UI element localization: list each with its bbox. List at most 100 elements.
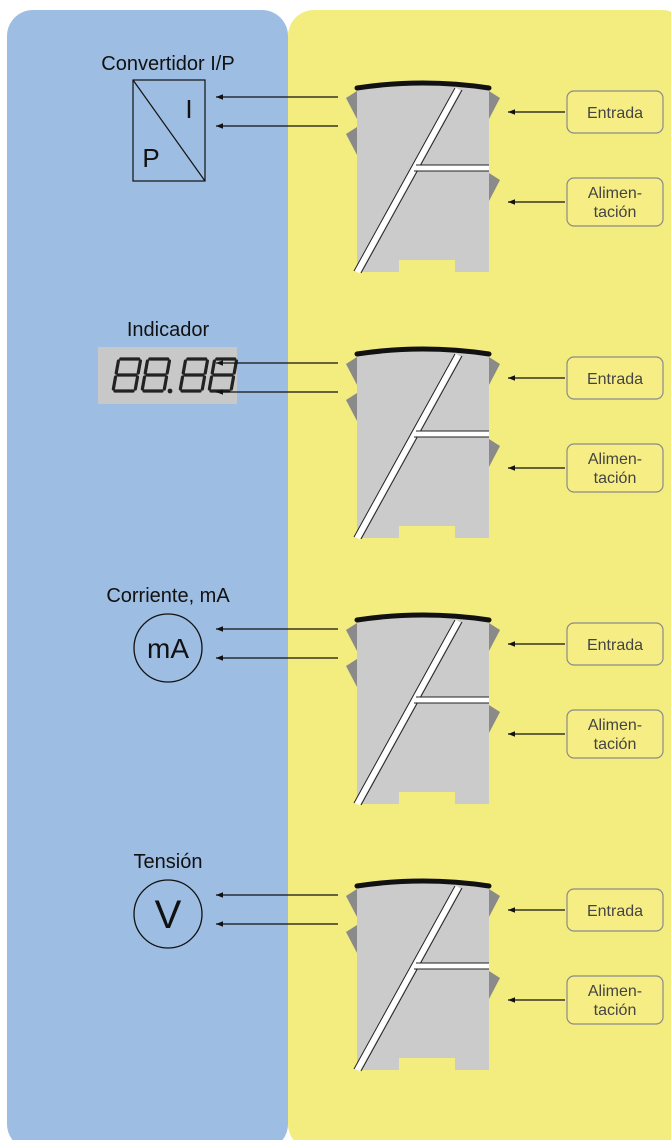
input-label-box: Entrada <box>566 888 664 932</box>
display-segment <box>111 375 118 391</box>
module-tab-right <box>489 357 500 385</box>
display-segment <box>203 359 209 375</box>
device-label: Convertidor I/P <box>101 53 234 75</box>
module-body <box>357 881 489 1070</box>
display-segment <box>207 375 214 391</box>
supply-label-line: Alimen- <box>588 983 642 1000</box>
display-segment <box>162 375 169 391</box>
input-label: Entrada <box>587 637 643 654</box>
display-segment <box>229 375 236 391</box>
voltmeter-symbol: V <box>133 879 203 949</box>
module-tab-left <box>346 623 357 651</box>
module-diagonal-edge <box>360 355 463 540</box>
supply-box-frame <box>566 177 664 227</box>
ip-converter-box <box>132 79 206 182</box>
input-label-box: Entrada <box>566 356 664 400</box>
device-label: Corriente, mA <box>106 585 230 607</box>
display-segment <box>178 375 185 391</box>
isolator-module <box>346 878 500 1072</box>
input-label-box: Entrada <box>566 622 664 666</box>
module-tab-right <box>489 91 500 119</box>
meter-symbol: mA <box>147 633 189 664</box>
display-segment <box>136 359 142 375</box>
module-diagonal <box>354 885 461 1072</box>
module-tab-left <box>346 889 357 917</box>
module-tab-left <box>346 91 357 119</box>
supply-label-box: Alimen-tación <box>566 975 664 1025</box>
module-top-edge <box>354 346 492 357</box>
input-label: Entrada <box>587 105 643 122</box>
input-box-frame <box>566 888 664 932</box>
supply-box-frame <box>566 443 664 493</box>
module-tab-left <box>346 925 357 953</box>
module-diagonal-edge <box>360 887 463 1072</box>
module-tab-right <box>489 971 500 999</box>
ammeter-symbol: mA <box>133 613 203 683</box>
device-label: Indicador <box>127 319 210 341</box>
ip-symbol-bottom: P <box>142 143 159 173</box>
input-box-frame <box>566 90 664 134</box>
module-diagonal <box>354 619 461 806</box>
supply-box-frame <box>566 975 664 1025</box>
display-segment <box>143 359 149 375</box>
module-tab-left <box>346 659 357 687</box>
display-segment <box>165 359 171 375</box>
module-body <box>357 615 489 804</box>
module-tab-right <box>489 623 500 651</box>
isolator-module <box>346 80 500 274</box>
input-label: Entrada <box>587 371 643 388</box>
display-segment <box>114 359 121 375</box>
module-body <box>357 349 489 538</box>
supply-label-line: tación <box>594 204 637 221</box>
supply-label-box: Alimen-tación <box>566 177 664 227</box>
supply-label-line: Alimen- <box>588 717 642 734</box>
module-diagonal-edge <box>353 885 456 1070</box>
modules-panel <box>288 10 671 1140</box>
module-tab-left <box>346 357 357 385</box>
digital-display-symbol: 88.88 <box>98 347 238 404</box>
module-diagonal <box>354 87 461 274</box>
module-tab-left <box>346 127 357 155</box>
display-segment <box>200 375 207 391</box>
module-diagonal-edge <box>353 353 456 538</box>
input-box-frame <box>566 622 664 666</box>
supply-label-line: tación <box>594 470 637 487</box>
module-tab-left <box>346 393 357 421</box>
devices-panel <box>7 10 288 1140</box>
diagram-rows: Convertidor I/PIPEntradaAlimen-taciónInd… <box>98 53 664 1072</box>
ip-symbol-top: I <box>185 94 192 124</box>
supply-label-line: Alimen- <box>588 185 642 202</box>
supply-label-box: Alimen-tación <box>566 443 664 493</box>
module-top-edge <box>354 612 492 623</box>
meter-circle <box>133 613 203 683</box>
ip-converter-symbol: IP <box>132 79 206 182</box>
meter-circle <box>133 879 203 949</box>
module-top-edge <box>354 80 492 91</box>
display-segment <box>210 359 216 375</box>
isolator-module <box>346 612 500 806</box>
device-label: Tensión <box>134 851 203 873</box>
input-box-frame <box>566 356 664 400</box>
module-body <box>357 83 489 272</box>
module-tab-right <box>489 439 500 467</box>
display-segment <box>140 375 147 391</box>
input-label: Entrada <box>587 903 643 920</box>
module-diagonal <box>354 353 461 540</box>
supply-label-line: tación <box>594 1002 637 1019</box>
input-label-box: Entrada <box>566 90 664 134</box>
display-segment <box>133 375 140 391</box>
module-tab-right <box>489 705 500 733</box>
supply-box-frame <box>566 709 664 759</box>
supply-label-line: Alimen- <box>588 451 642 468</box>
display-decimal-point <box>167 388 173 394</box>
isolator-module <box>346 346 500 540</box>
supply-label-line: tación <box>594 736 637 753</box>
module-tab-right <box>489 889 500 917</box>
meter-symbol: V <box>155 893 182 937</box>
module-diagonal-edge <box>360 621 463 806</box>
module-diagonal-edge <box>353 87 456 272</box>
